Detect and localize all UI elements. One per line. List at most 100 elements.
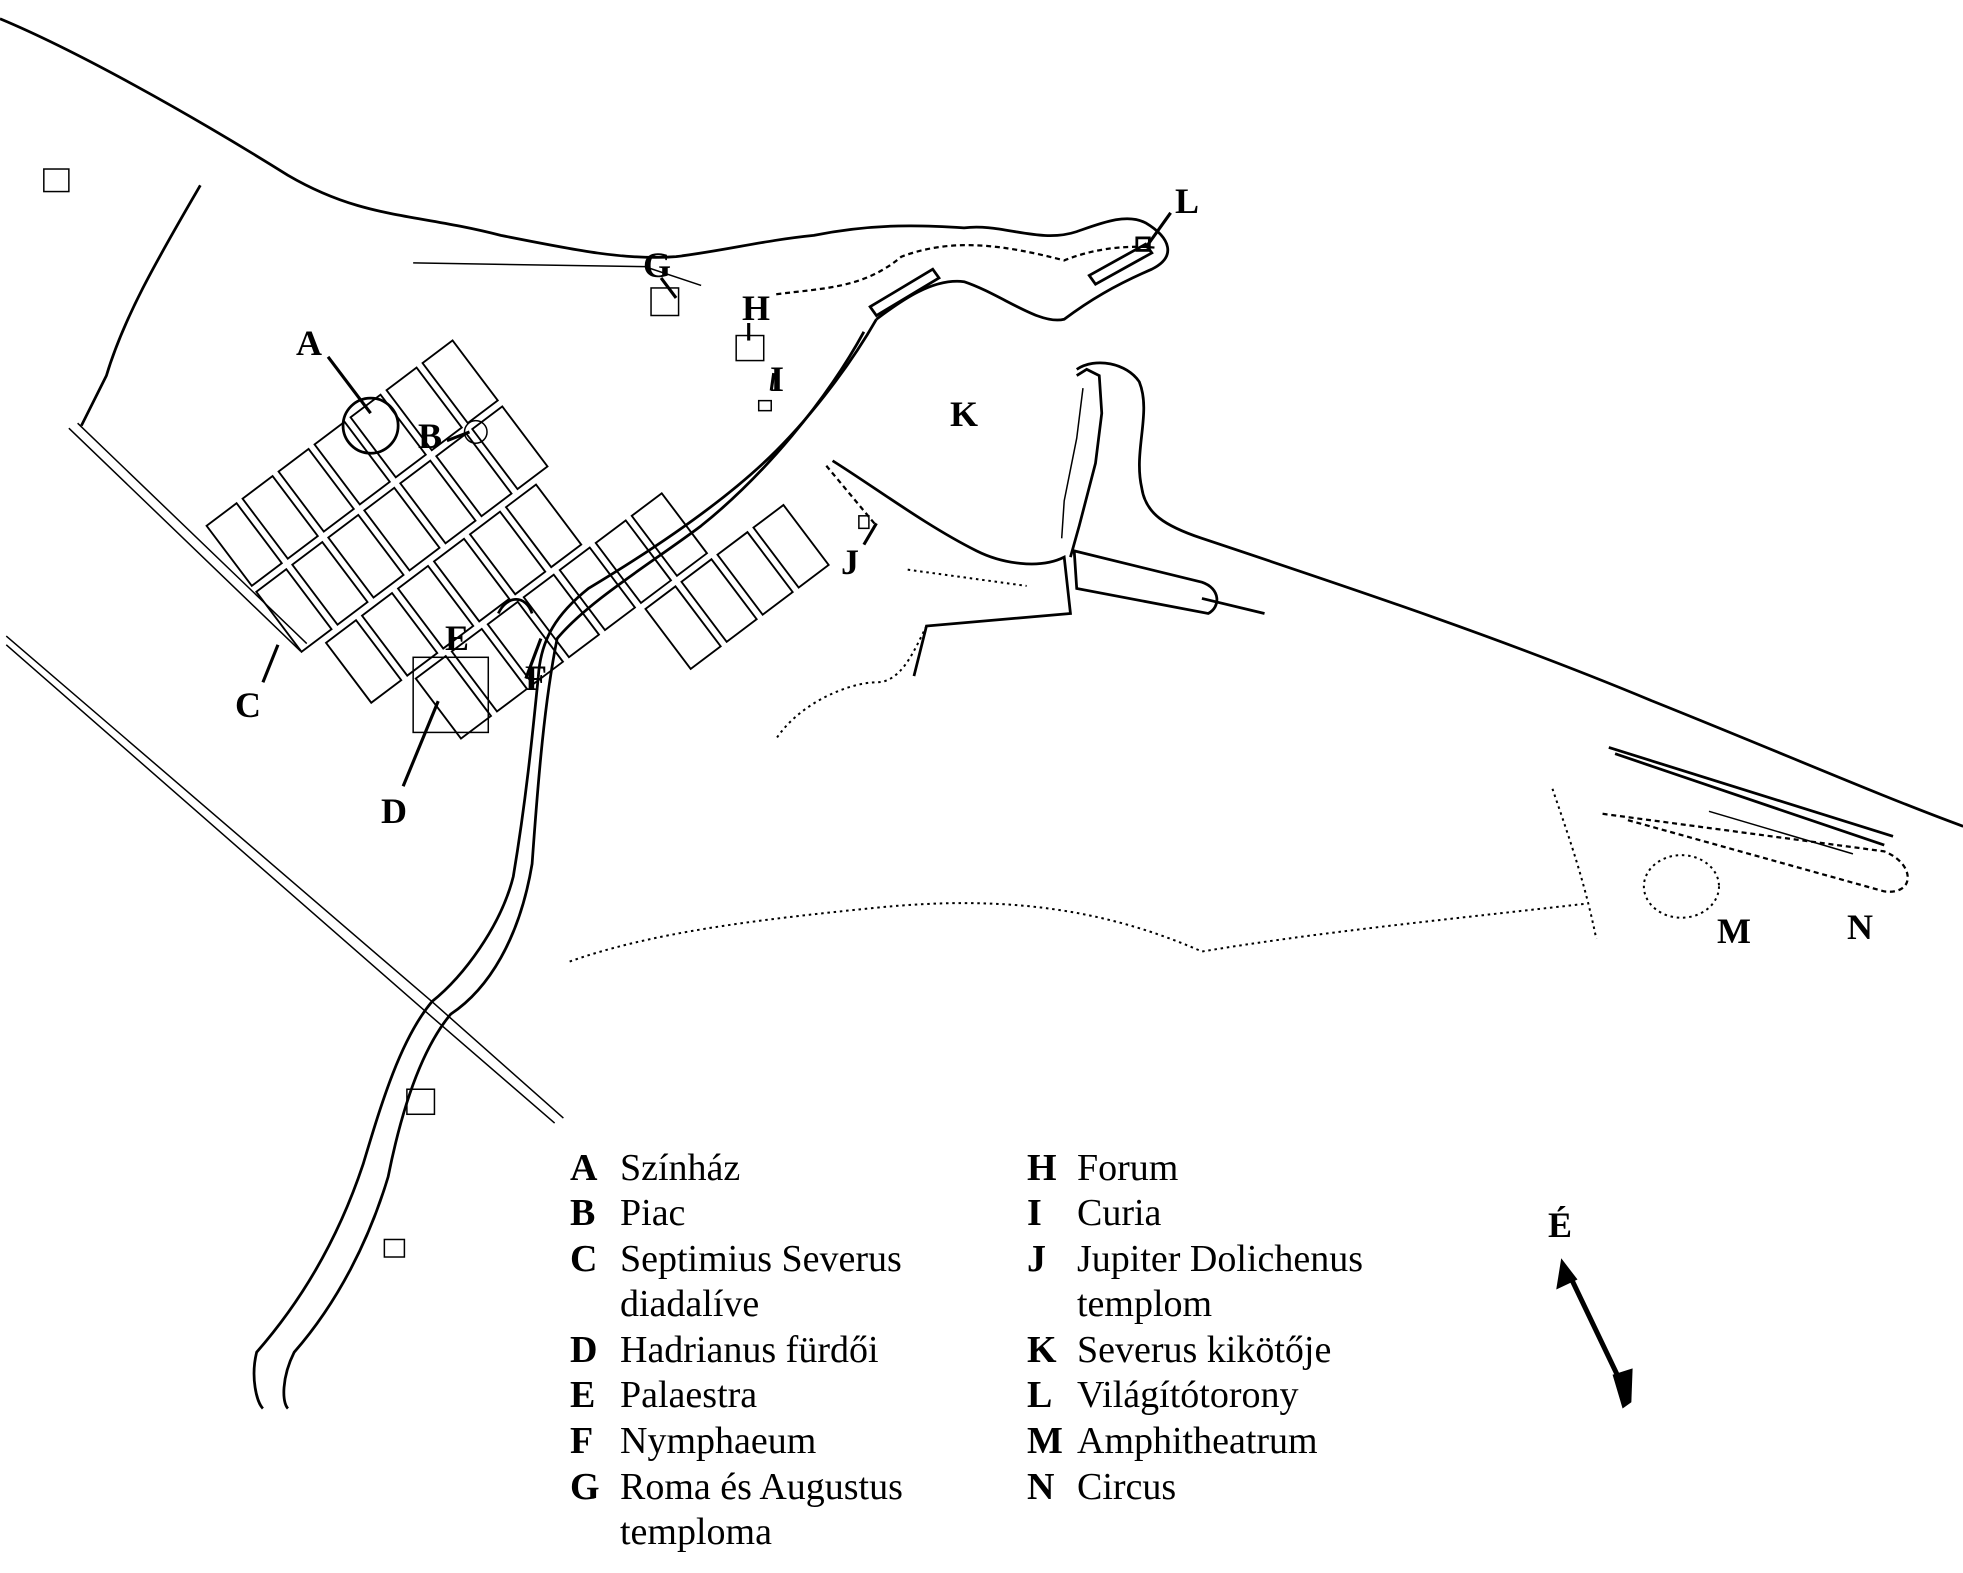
circus-spina — [1708, 810, 1854, 855]
road — [5, 635, 564, 1119]
label-l: L — [1175, 181, 1199, 221]
north-label: É — [1548, 1205, 1572, 1245]
trace-line — [907, 568, 1027, 587]
city-wall — [80, 184, 202, 427]
svg-text:D: D — [570, 1329, 597, 1371]
city-north-wall — [413, 262, 702, 287]
circus-wall-2 — [1614, 752, 1885, 847]
ruin-south — [406, 1088, 436, 1116]
label-m: M — [1717, 911, 1751, 951]
svg-text:L: L — [1027, 1374, 1052, 1416]
label-i: I — [770, 359, 784, 399]
svg-text:Színház: Színház — [620, 1147, 740, 1189]
mole-building — [1072, 549, 1219, 615]
svg-text:J: J — [1027, 1238, 1046, 1280]
svg-text:temploma: temploma — [620, 1511, 772, 1553]
legend-item-i: I Curia — [1027, 1192, 1162, 1234]
svg-text:M: M — [1027, 1420, 1063, 1462]
svg-text:Forum: Forum — [1077, 1147, 1178, 1189]
svg-text:Septimius Severus: Septimius Severus — [620, 1238, 902, 1280]
svg-text:Nymphaeum: Nymphaeum — [620, 1420, 816, 1462]
label-e: E — [445, 618, 469, 658]
svg-text:B: B — [570, 1192, 595, 1234]
legend-item-f: F Nymphaeum — [570, 1420, 816, 1462]
site-labels: A B C D E F G H I J K L M N É — [235, 181, 1873, 1245]
label-j: J — [841, 542, 859, 582]
coastline — [0, 17, 1170, 322]
legend-item-a: A Színház — [570, 1147, 740, 1189]
label-f: F — [525, 658, 547, 698]
river-east-bank — [282, 331, 866, 1410]
legend-item-m: M Amphitheatrum — [1027, 1420, 1318, 1462]
coastline-east — [1075, 361, 1963, 828]
road-2 — [5, 644, 556, 1124]
legend-item-l: L Világítótorony — [1027, 1374, 1298, 1416]
harbour-bank — [252, 318, 878, 1410]
legend-item-h: H Forum — [1027, 1147, 1178, 1189]
market — [463, 419, 488, 444]
svg-text:A: A — [570, 1147, 598, 1189]
svg-text:C: C — [570, 1238, 597, 1280]
legend-item-k: K Severus kikötője — [1027, 1329, 1331, 1371]
trace-line-2 — [775, 625, 928, 740]
amphitheatre — [1642, 854, 1720, 919]
legend-item-d: D Hadrianus fürdői — [570, 1329, 879, 1371]
east-breakwater — [1201, 597, 1265, 615]
east-mole-inner — [1060, 388, 1084, 539]
theatre — [341, 396, 400, 455]
east-mole — [1069, 367, 1104, 558]
svg-text:Palaestra: Palaestra — [620, 1374, 757, 1416]
legend-item-b: B Piac — [570, 1192, 685, 1234]
nymphaeum-shape — [497, 598, 534, 615]
ruin-west — [43, 168, 70, 193]
svg-text:Piac: Piac — [620, 1192, 685, 1234]
lighthouse-quay — [1087, 242, 1154, 287]
svg-text:Roma és Augustus: Roma és Augustus — [620, 1466, 903, 1508]
svg-text:G: G — [570, 1466, 600, 1508]
hadrian-baths — [412, 656, 490, 734]
jupiter-temple — [858, 515, 870, 530]
harbour-south-quay — [831, 459, 1072, 677]
ancient-wall-trace — [569, 902, 1584, 963]
label-g: G — [643, 245, 671, 285]
svg-text:Severus kikötője: Severus kikötője — [1077, 1329, 1331, 1371]
label-a: A — [296, 323, 322, 363]
svg-text:Amphitheatrum: Amphitheatrum — [1077, 1420, 1318, 1462]
leader-lines — [261, 211, 1172, 787]
svg-text:F: F — [570, 1420, 593, 1462]
svg-text:Circus: Circus — [1077, 1466, 1176, 1508]
legend-item-e: E Palaestra — [570, 1374, 757, 1416]
city-road-2 — [77, 422, 308, 645]
label-c: C — [235, 685, 261, 725]
curia — [757, 399, 772, 412]
svg-text:templom: templom — [1077, 1283, 1212, 1325]
circus-wall — [1608, 746, 1894, 838]
north-quay — [868, 267, 941, 318]
svg-text:Világítótorony: Világítótorony — [1077, 1374, 1298, 1416]
label-b: B — [418, 416, 442, 456]
svg-text:diadalíve: diadalíve — [620, 1283, 759, 1325]
svg-text:H: H — [1027, 1147, 1057, 1189]
north-arrow-icon — [1556, 1258, 1633, 1409]
city-road — [68, 427, 302, 652]
svg-text:K: K — [1027, 1329, 1057, 1371]
label-h: H — [742, 288, 770, 328]
label-d: D — [381, 791, 407, 831]
label-k: K — [950, 394, 978, 434]
map-drawing — [0, 17, 1963, 1410]
label-n: N — [1847, 907, 1873, 947]
svg-text:Jupiter Dolichenus: Jupiter Dolichenus — [1077, 1238, 1363, 1280]
ancient-shoreline — [776, 244, 1159, 296]
svg-text:I: I — [1027, 1192, 1042, 1234]
ancient-wall-trace-east — [1551, 788, 1598, 940]
svg-text:Curia: Curia — [1077, 1192, 1162, 1234]
svg-text:E: E — [570, 1374, 595, 1416]
temple-roma-augustus — [650, 287, 680, 317]
svg-text:Hadrianus fürdői: Hadrianus fürdői — [620, 1329, 879, 1371]
legend: A Színház B Piac C Septimius Severusdiadalí… — [570, 1147, 1363, 1553]
